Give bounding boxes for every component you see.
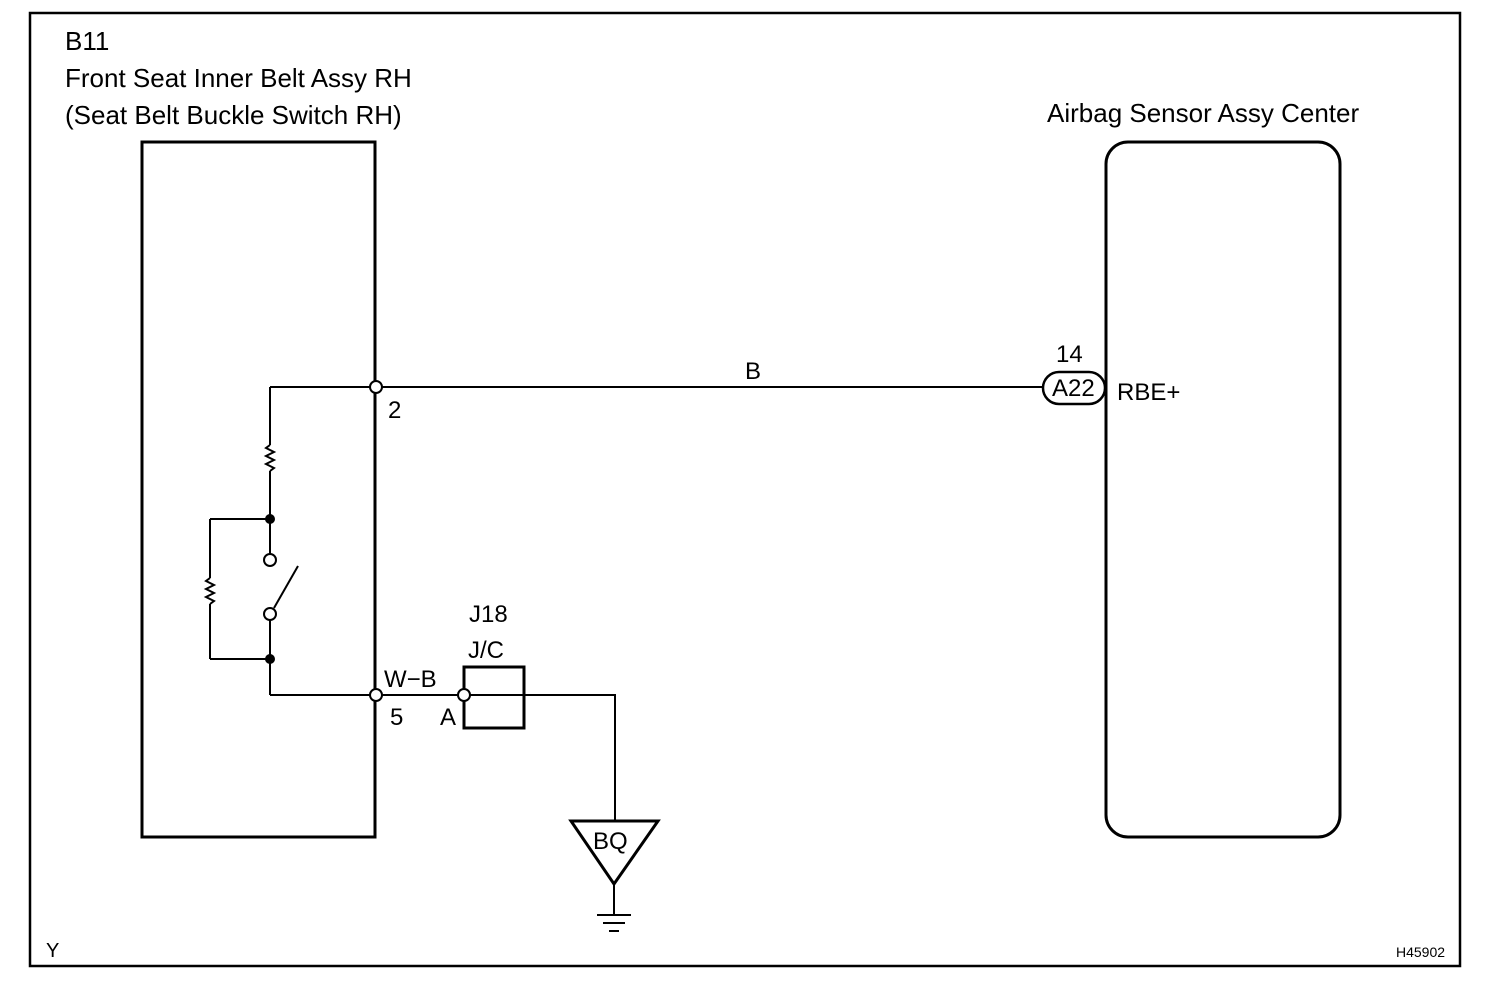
junction-connector-box [462,665,526,730]
switch-contact-upper-icon [263,553,277,567]
terminal-pin-2-icon [369,380,383,394]
seat-belt-buckle-switch-box [140,140,377,839]
connector-a22-label: A22 [1052,375,1095,402]
junction-dot-upper-icon [265,514,275,524]
left-component-name: Front Seat Inner Belt Assy RH [65,63,412,93]
corner-label-left: Y [46,940,59,962]
resistor-upper-icon [263,444,277,472]
pin-5-label: 5 [390,704,403,731]
airbag-sensor-box [1104,140,1342,839]
pin-2-label: 2 [388,397,401,424]
junction-type-label: J/C [468,637,504,664]
terminal-rbe-plus-label: RBE+ [1117,379,1180,406]
switch-blade-icon [273,565,299,609]
junction-dot-lower-icon [265,654,275,664]
right-component-name: Airbag Sensor Assy Center [1047,98,1359,128]
ground-point-triangle-icon [568,819,661,887]
ground-symbol-icon [597,884,631,932]
buckle-switch-circuit [203,386,370,696]
terminal-pin-5-icon [369,688,383,702]
switch-contact-lower-icon [263,607,277,621]
resistor-lower-icon [203,577,217,605]
left-component-subname: (Seat Belt Buckle Switch RH) [65,100,402,130]
junction-code-label: J18 [469,601,508,628]
connector-pin-14-label: 14 [1056,341,1083,368]
junction-pin-a-label: A [440,704,456,731]
figure-id-label: H45902 [1396,944,1445,960]
ground-point-label: BQ [593,828,628,855]
junction-terminal-a-icon [457,688,471,702]
wire-b-color-label: B [745,358,761,385]
connector-a22-oval [1041,370,1107,406]
left-component-code: B11 [65,26,109,56]
wire-w-b-color-label: W−B [384,666,437,693]
diagram-frame [28,11,1462,968]
wire-to-ground [470,694,616,820]
